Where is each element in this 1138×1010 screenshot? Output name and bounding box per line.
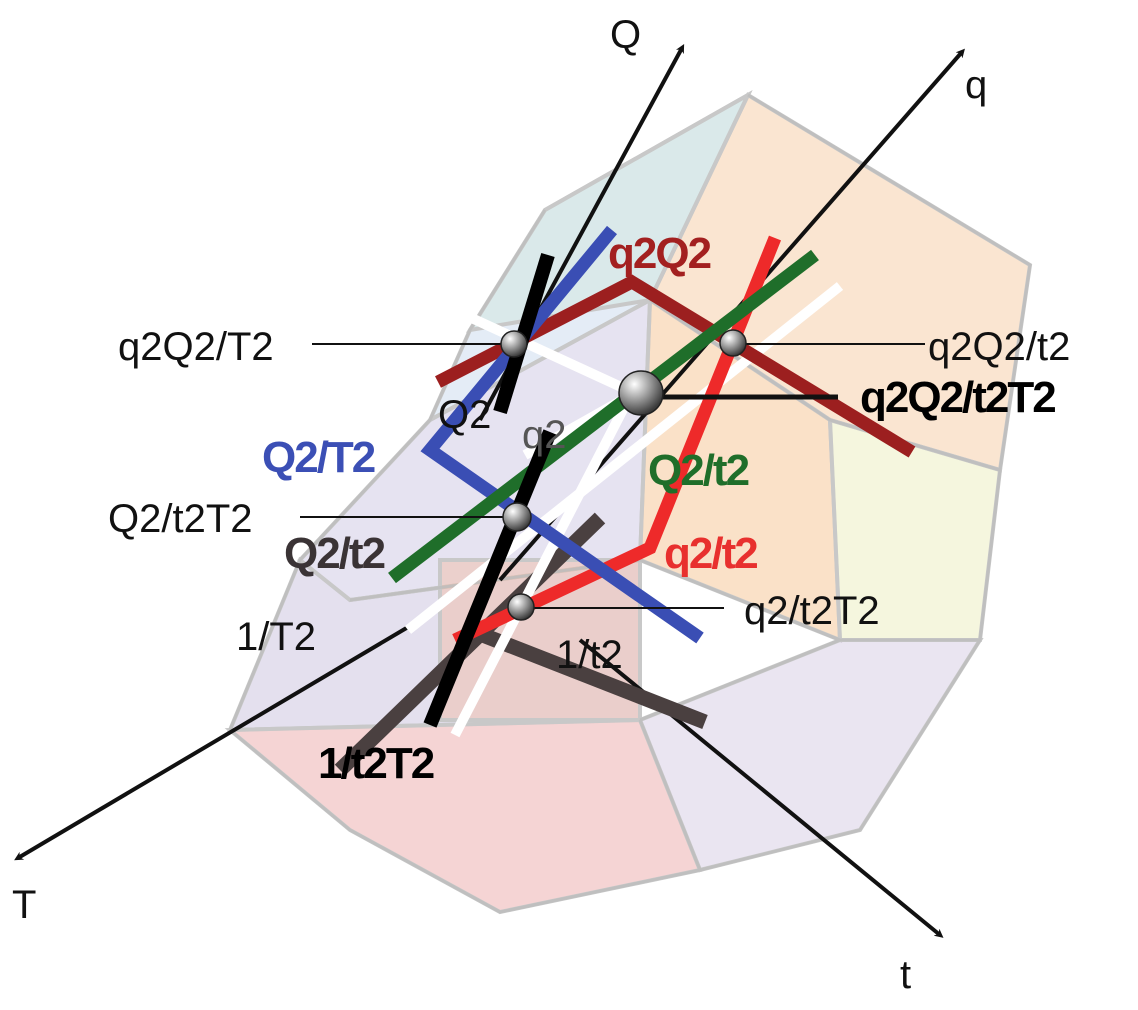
translucent-lattice-faces bbox=[224, 90, 1033, 915]
node-Q2-t2T2 bbox=[502, 502, 532, 532]
nodes bbox=[500, 329, 747, 621]
axis-label-t: t bbox=[900, 953, 911, 997]
face-lilac-bottom-right bbox=[637, 638, 984, 873]
white-line-3 bbox=[450, 389, 637, 738]
label-q2Q2: q2Q2 bbox=[608, 229, 711, 278]
node-labels: q2Q2/T2 q2Q2/t2 Q2 q2 Q2/t2T2 1/T2 q2/t2… bbox=[108, 325, 1070, 677]
axis-label-Q: Q bbox=[610, 13, 641, 57]
white-line-2 bbox=[462, 310, 635, 397]
axis-label-q: q bbox=[965, 63, 987, 107]
black-line-upper bbox=[493, 252, 555, 415]
label-q2-t2: q2/t2 bbox=[664, 529, 757, 578]
node-q2-t2T2 bbox=[507, 593, 535, 621]
label-q2: q2 bbox=[522, 413, 567, 457]
node-q2Q2-t2 bbox=[719, 329, 747, 357]
colored-labels: q2Q2 Q2/T2 Q2/t2 Q2/t2 q2/t2 1/t2T2 q2Q2… bbox=[262, 229, 1057, 788]
axis-label-T: T bbox=[12, 883, 36, 927]
label-1-t2T2: 1/t2T2 bbox=[318, 739, 434, 788]
node-q2Q2-t2T2 bbox=[618, 370, 664, 416]
label-1-T2: 1/T2 bbox=[236, 615, 316, 659]
label-Q2: Q2 bbox=[438, 393, 491, 437]
blue-line bbox=[420, 225, 704, 644]
axis-T bbox=[14, 618, 422, 861]
label-q2-t2T2: q2/t2T2 bbox=[744, 589, 880, 633]
label-Q2-t2-dark: Q2/t2 bbox=[284, 529, 385, 578]
leader-lines bbox=[300, 343, 925, 609]
label-q2Q2-t2: q2Q2/t2 bbox=[928, 325, 1070, 369]
label-q2Q2-t2T2: q2Q2/t2T2 bbox=[860, 373, 1055, 422]
face-pink-bottom bbox=[224, 717, 703, 915]
node-q2Q2-T2 bbox=[500, 330, 528, 358]
label-Q2-T2: Q2/T2 bbox=[262, 433, 375, 482]
black-line-lower bbox=[423, 429, 557, 728]
label-q2Q2-T2: q2Q2/T2 bbox=[118, 325, 274, 369]
green-line bbox=[388, 249, 819, 584]
gray-line-lower bbox=[467, 623, 708, 729]
axis-labels: Q q T t bbox=[12, 13, 987, 997]
label-Q2-t2T2: Q2/t2T2 bbox=[108, 497, 253, 541]
label-Q2-t2-green: Q2/t2 bbox=[648, 446, 749, 495]
label-1-t2: 1/t2 bbox=[556, 633, 623, 677]
